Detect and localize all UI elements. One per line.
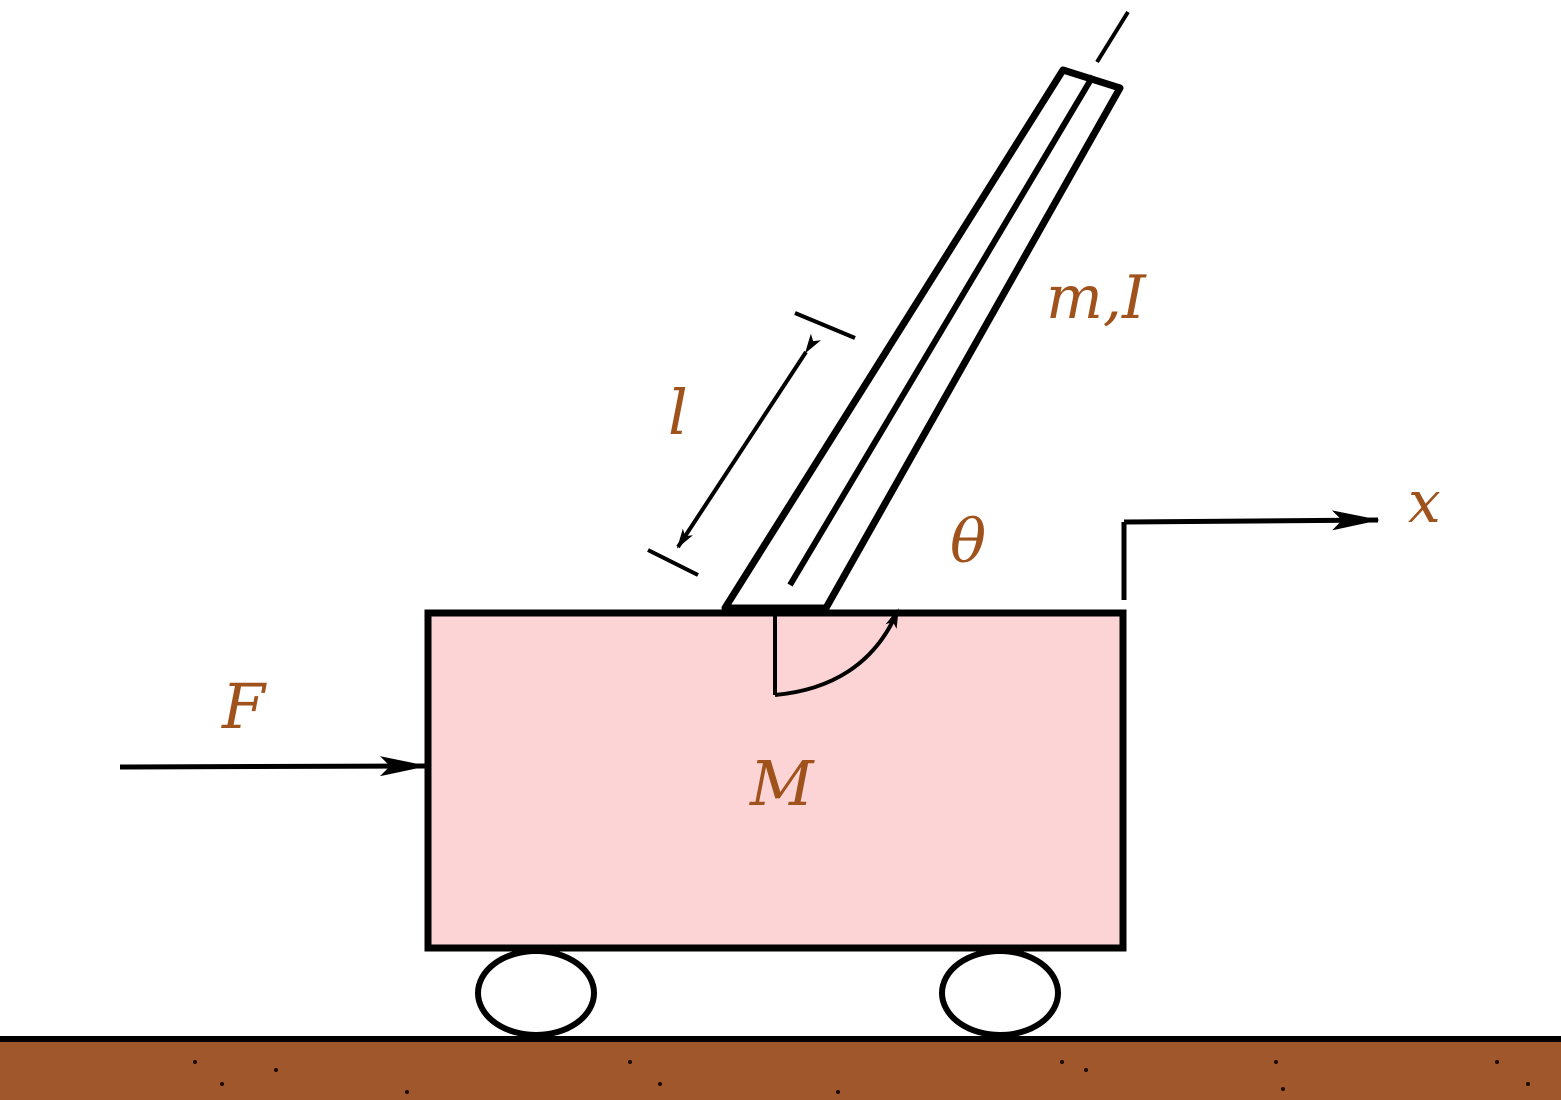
pendulum-inner-line [787,74,1096,587]
ground-fill [0,1040,1561,1100]
angle-reference [773,598,900,697]
force-arrow [119,756,428,777]
position-indicator [1121,510,1380,600]
pendulum-tip [1095,10,1130,64]
angle-arc [774,608,900,697]
right-wheel [939,948,1061,1038]
ground-speckles [193,1060,1530,1094]
position-arrow [1123,510,1380,531]
label-cart-mass: M [749,747,815,820]
pendulum-rod [721,66,1124,612]
label-pendulum-props: m,I [1046,263,1147,333]
label-angle: θ [950,507,986,577]
label-length: l [668,376,688,449]
label-force: F [221,670,267,743]
length-dimension-arrow [676,333,821,549]
left-wheel [475,948,597,1038]
pendulum [721,10,1130,612]
ground [0,1036,1561,1100]
length-tick-top [794,311,856,340]
length-tick-bottom [647,548,699,577]
label-position: x [1408,468,1441,536]
